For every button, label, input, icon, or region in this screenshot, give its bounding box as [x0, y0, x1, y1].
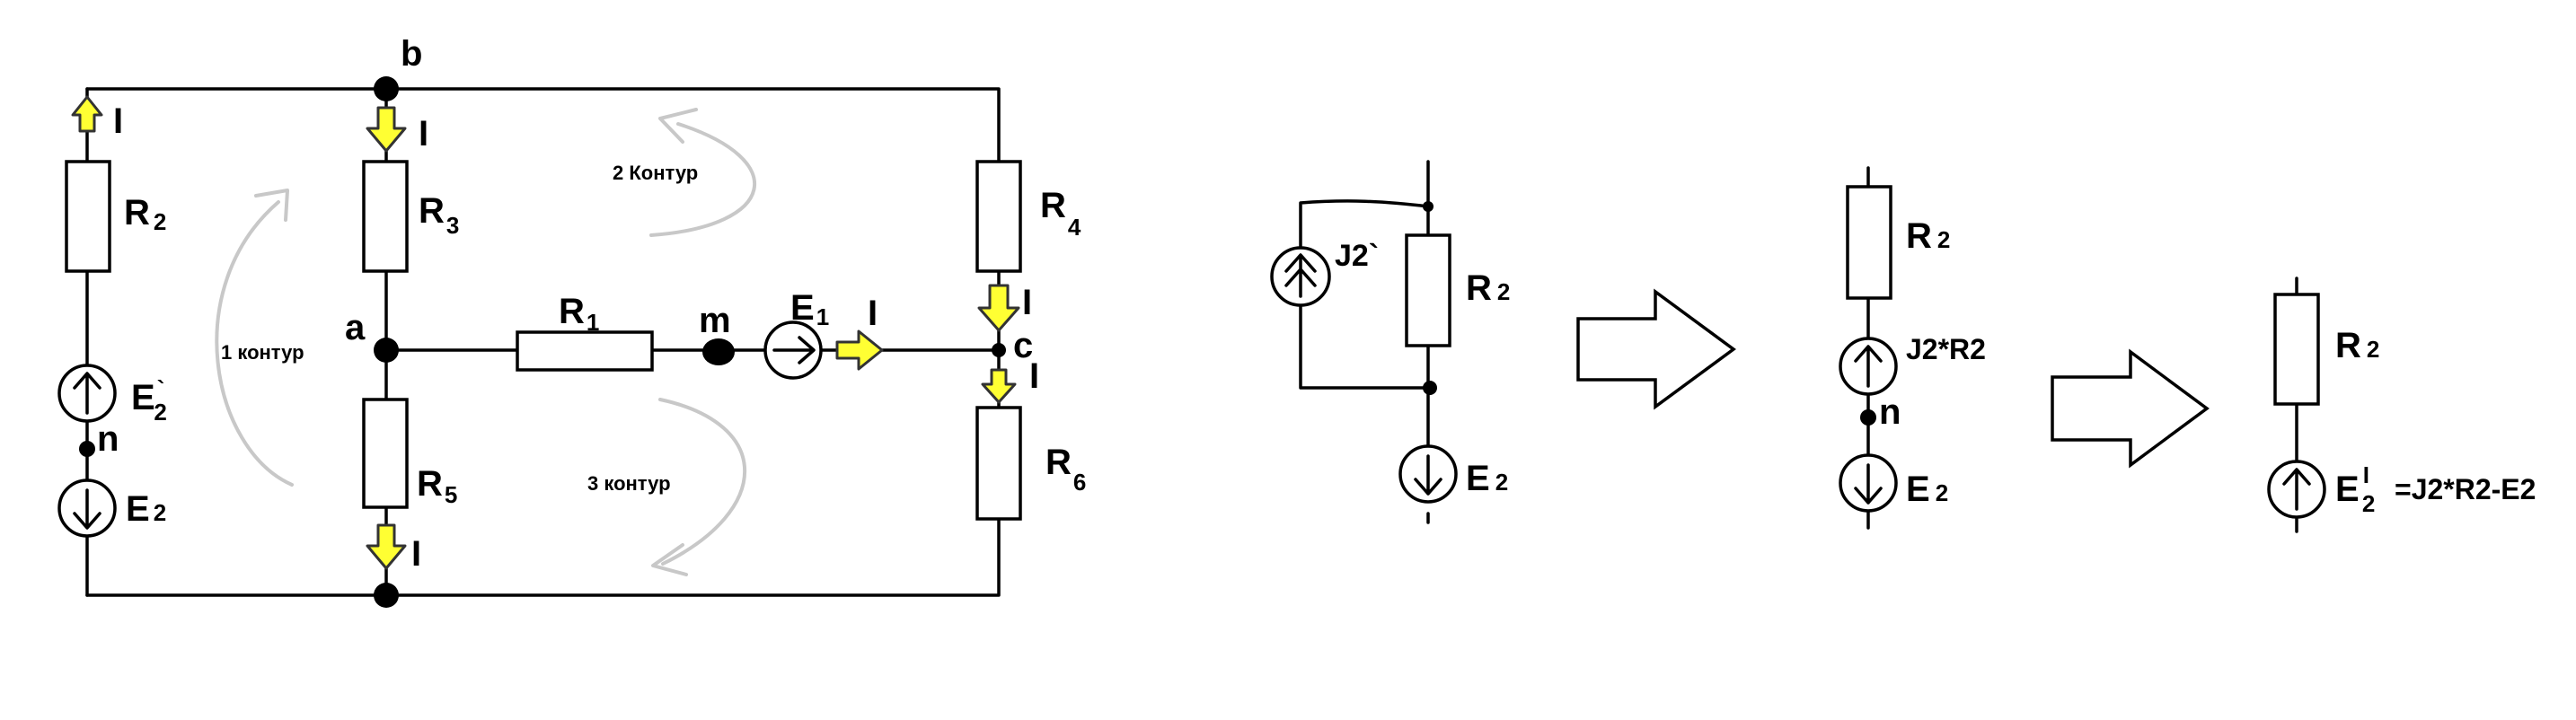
node-c-dot — [992, 343, 1006, 357]
current-label-r5: I — [411, 534, 421, 574]
transform-arrow-1 — [1576, 288, 1736, 410]
loop-2-arrow — [649, 108, 756, 237]
current-label-r3: I — [419, 114, 428, 154]
step1-j2-label: J2` — [1335, 239, 1379, 273]
step1-resistor-r2 — [1405, 233, 1451, 347]
current-label-r4: I — [1022, 283, 1032, 322]
resistor-r4-label: R4 — [1040, 186, 1081, 241]
current-label-e1: I — [868, 294, 878, 333]
transform-arrow-2 — [2051, 348, 2210, 469]
step2-source-label: J2*R2 — [1906, 333, 1986, 365]
current-arrow-r6 — [981, 368, 1017, 404]
step2-source-j2r2 — [1839, 337, 1898, 396]
node-a-label: a — [345, 308, 366, 347]
current-arrow-r4 — [977, 284, 1020, 332]
loop-3-label: 3 контур — [587, 472, 671, 495]
resistor-r5 — [362, 398, 409, 509]
step2-source-e2 — [1839, 453, 1898, 513]
current-arrow-r2 — [71, 95, 103, 133]
node-c-label: c — [1013, 326, 1033, 365]
node-n-dot — [79, 441, 95, 457]
step3-resistor-r2 — [2273, 293, 2320, 406]
step1-wires — [1299, 160, 1430, 524]
node-b-label: b — [401, 34, 422, 74]
node-m-dot — [702, 338, 735, 365]
resistor-r1-label: R1 — [559, 292, 599, 336]
node-a-dot — [374, 338, 399, 363]
step3-source-e2-prime — [2267, 460, 2326, 519]
current-arrow-r5 — [366, 523, 407, 570]
bottom-wire — [85, 517, 1001, 597]
loop-2-label: 2 Контур — [613, 162, 698, 184]
step2-node-n-dot — [1860, 409, 1876, 426]
loop-1-arrow — [215, 189, 294, 487]
step1-junction-top — [1423, 201, 1434, 212]
node-n-label: n — [97, 419, 119, 459]
node-bottom-dot — [374, 583, 399, 608]
step3-formula: =J2*R2-E2 — [2395, 473, 2536, 505]
loop-3-arrow — [651, 398, 746, 576]
resistor-r6-label: R6 — [1045, 443, 1086, 496]
step1-current-source-j2 — [1270, 246, 1331, 307]
node-m-label: m — [699, 301, 731, 340]
current-arrow-e1 — [835, 329, 884, 371]
resistor-r3 — [362, 160, 409, 273]
current-label-r6: I — [1029, 356, 1039, 396]
source-e1-label: E1 — [790, 288, 829, 330]
step1-source-e2 — [1398, 444, 1458, 504]
current-label-r2: I — [113, 101, 123, 141]
resistor-r5-label: R5 — [417, 464, 457, 508]
top-wire — [85, 87, 1001, 163]
source-e1 — [763, 320, 823, 380]
current-arrow-r3 — [366, 106, 407, 153]
resistor-r1 — [516, 330, 654, 372]
loop-1-label: 1 контур — [221, 341, 304, 364]
node-b-dot — [374, 76, 399, 101]
step2-node-n-label: n — [1879, 392, 1901, 432]
resistor-r6 — [975, 406, 1022, 521]
step1-junction-bottom — [1423, 381, 1437, 395]
resistor-r4 — [975, 160, 1022, 273]
resistor-r2 — [65, 160, 111, 273]
source-e2-upper — [57, 364, 117, 423]
source-e2-upper-label: E`2 — [131, 375, 167, 426]
resistor-r3-label: R3 — [419, 191, 459, 239]
step2-resistor-r2 — [1846, 185, 1892, 300]
source-e2-lower — [57, 479, 117, 538]
